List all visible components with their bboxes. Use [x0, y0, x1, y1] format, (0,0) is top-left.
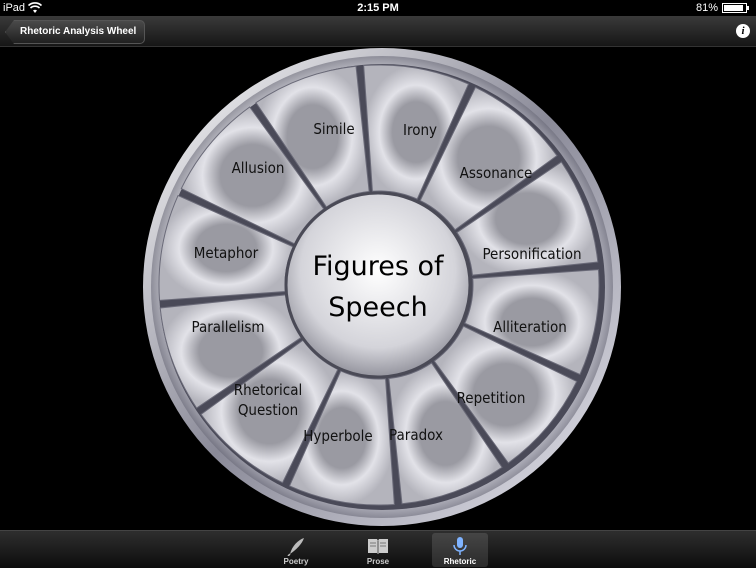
wheel-segment-label: Question [238, 401, 298, 419]
wheel-segment-label: Personification [482, 245, 581, 263]
wheel-segment-label: Alliteration [493, 318, 567, 336]
clock-label: 2:15 PM [357, 2, 399, 14]
tab-prose-label: Prose [366, 557, 390, 566]
wheel-segment-rhetorical-question[interactable] [433, 325, 578, 464]
tab-prose[interactable]: Prose [350, 533, 406, 567]
quill-icon [287, 538, 304, 556]
wheel-segment-label: Parallelism [191, 318, 264, 336]
wheel-segment-parallelism[interactable] [388, 362, 503, 505]
wheel-segment-label: Irony [403, 121, 437, 139]
wheel-segment-label: Allusion [232, 159, 285, 177]
wheel-segment-metaphor[interactable] [288, 370, 395, 506]
wheel-segment-label: Rhetorical [234, 381, 303, 399]
wheel-segment-label: Metaphor [194, 244, 259, 262]
tab-poetry[interactable]: Poetry [268, 533, 324, 567]
tab-rhetoric-label: Rhetoric [443, 557, 477, 566]
carrier-label: iPad [3, 2, 26, 14]
wheel-segment-hyperbole[interactable] [464, 269, 600, 376]
book-icon [368, 539, 388, 554]
back-button[interactable]: Rhetoric Analysis Wheel [5, 20, 146, 44]
info-icon[interactable]: i [736, 24, 750, 38]
microphone-icon [453, 537, 467, 555]
center-hub [284, 191, 472, 379]
center-title-line-2: Speech [328, 292, 427, 323]
tab-rhetoric[interactable]: Rhetoric [432, 533, 488, 567]
battery-percent-label: 81% [695, 2, 718, 14]
wheel-segment-label: Simile [313, 120, 354, 138]
wheel-segment-paradox[interactable] [456, 161, 599, 276]
wheel-segment-label: Repetition [457, 389, 526, 407]
tab-bar: Poetry Prose Rhetoric [0, 530, 756, 568]
wifi-icon [28, 2, 42, 13]
wheel-segment-label: Paradox [389, 426, 443, 444]
status-bar: iPad 2:15 PM 81% [0, 0, 756, 16]
battery-icon [722, 3, 749, 13]
wheel-segment-alliteration[interactable] [363, 64, 470, 200]
wheel-segment-label: Assonance [460, 164, 533, 182]
wheel-segment-repetition[interactable] [419, 86, 558, 231]
center-title-line-1: Figures of [312, 251, 445, 282]
navigation-bar: Rhetoric Analysis Wheel i [0, 16, 756, 47]
wheel-segment-label: Hyperbole [303, 427, 372, 445]
tab-poetry-label: Poetry [283, 557, 309, 566]
